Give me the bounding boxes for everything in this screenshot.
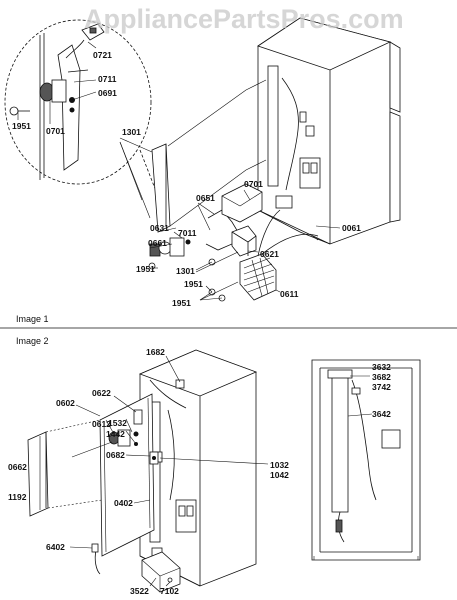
label-0691: 0691 [98,88,117,98]
side-panel [27,431,49,517]
label-1951-c: 1951 [184,279,203,289]
back-panel-0602 [45,393,159,575]
label-3742: 3742 [372,382,391,392]
detail-leaders [17,41,97,124]
label-0711: 0711 [98,74,117,84]
label-3682: 3682 [372,372,391,382]
label-0631: 0631 [150,223,169,233]
label-0622: 0622 [92,388,111,398]
watermark-text: AppliancePartsPros.com [84,4,404,34]
section-title-image-1: Image 1 [16,314,49,324]
image1-diagram: 0721 0711 0691 1951 0701 1301 0701 0651 … [4,17,401,308]
label-0602: 0602 [56,398,75,408]
label-1301-b: 1301 [176,266,195,276]
label-1032: 1032 [270,460,289,470]
label-1951: 1951 [12,121,31,131]
leaders-1 [119,137,341,301]
exploded-parts-1 [148,79,319,302]
labels-2: 1682 0602 0622 0612 1532 1442 0662 0682 … [8,347,391,596]
label-0061: 0061 [342,223,361,233]
label-3632: 3632 [372,362,391,372]
label-1301: 1301 [122,127,141,137]
label-1042: 1042 [270,470,289,480]
label-3522: 3522 [130,586,149,596]
label-0611: 0611 [280,289,299,299]
label-1192: 1192 [8,492,27,502]
label-0661: 0661 [148,238,167,248]
detail-circle [4,19,169,223]
label-7102: 7102 [160,586,179,596]
label-0701-b: 0701 [244,179,263,189]
label-0402: 0402 [114,498,133,508]
label-0682: 0682 [106,450,125,460]
label-7011: 7011 [178,228,197,238]
label-6402: 6402 [46,542,65,552]
label-0721: 0721 [93,50,112,60]
label-0621: 0621 [260,249,279,259]
label-1951-d: 1951 [172,298,191,308]
section-title-image-2: Image 2 [16,336,49,346]
label-0701: 0701 [46,126,65,136]
refrigerator-cabinet-2 [138,349,258,587]
label-0662: 0662 [8,462,27,472]
label-1682: 1682 [146,347,165,357]
label-1532: 1532 [108,418,127,428]
labels-1: 0721 0711 0691 1951 0701 1301 0701 0651 … [12,50,361,308]
leaders-2 [69,355,269,587]
base-cover [141,551,181,593]
label-0651: 0651 [196,193,215,203]
label-0612: 0612 [92,419,111,429]
right-detail-view [311,359,421,561]
label-3642: 3642 [372,409,391,419]
image2-diagram: 1682 0602 0622 0612 1532 1442 0662 0682 … [8,347,421,596]
label-1951-b: 1951 [136,264,155,274]
refrigerator-cabinet-1 [257,17,401,245]
label-1442: 1442 [106,429,125,439]
